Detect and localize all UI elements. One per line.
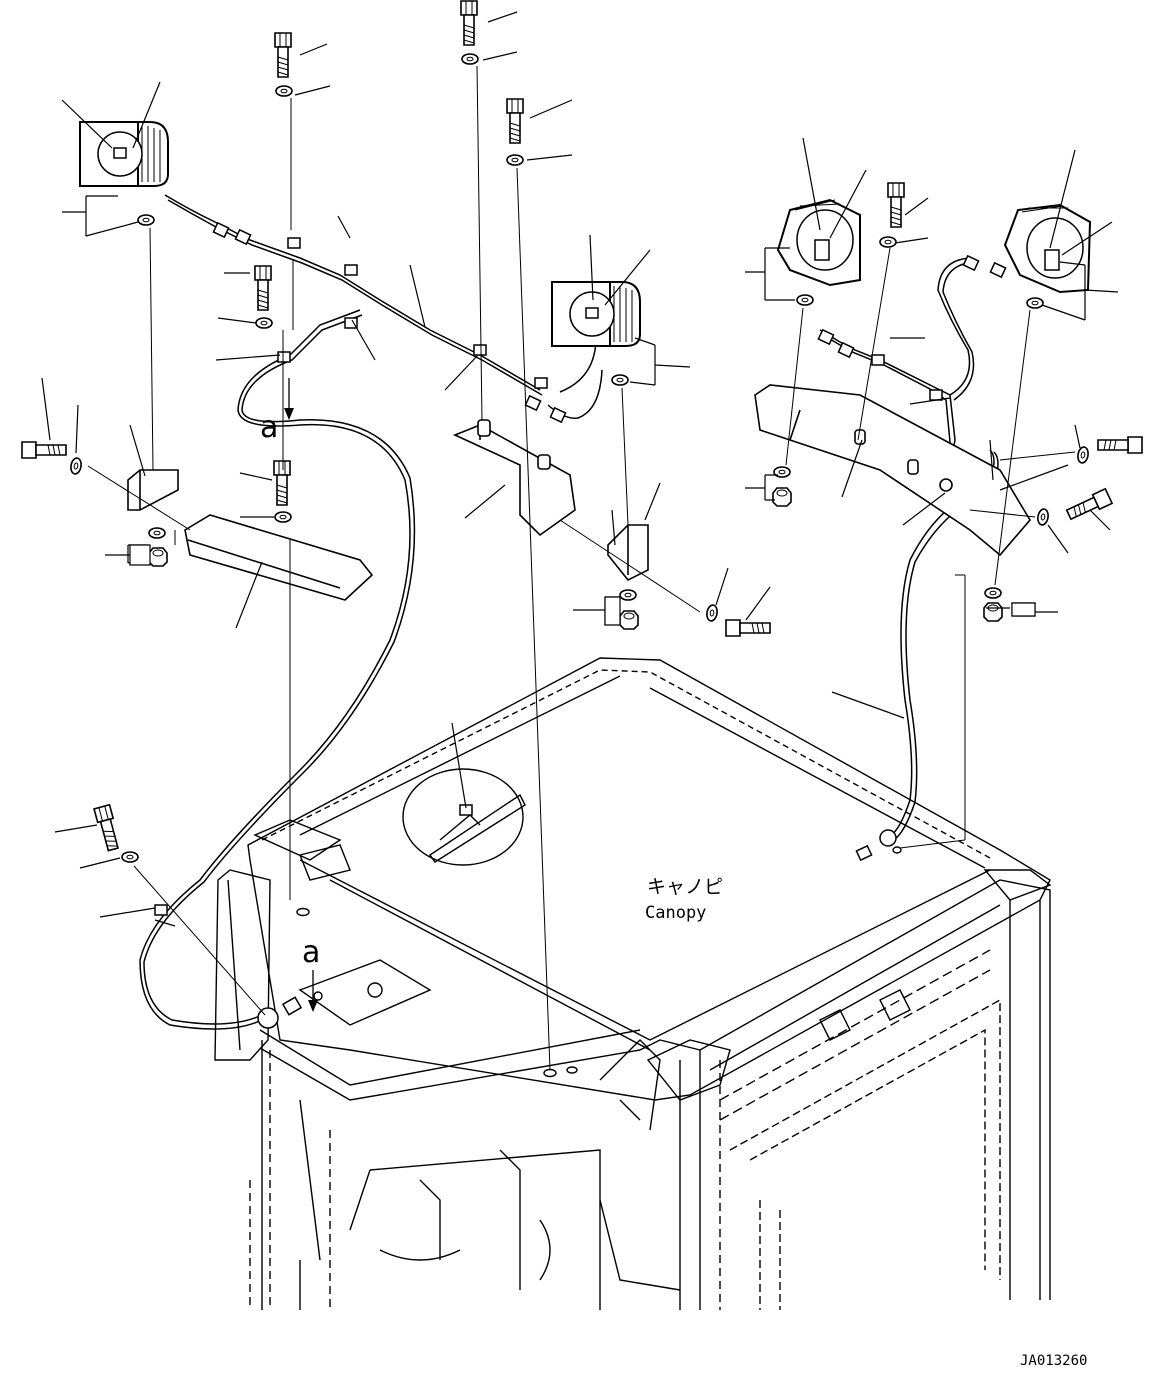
connector-icon xyxy=(837,341,855,359)
brackets xyxy=(127,384,1031,601)
view-marker-label: a xyxy=(302,935,320,970)
work-lamp-icon xyxy=(776,198,861,287)
washer-icon xyxy=(461,53,479,65)
bracket-icon xyxy=(127,469,179,511)
view-marker-label: a xyxy=(260,410,278,445)
bolt-icon xyxy=(273,460,291,506)
bolt-icon xyxy=(460,0,478,46)
leader-lines xyxy=(41,11,1119,927)
clamp-icon xyxy=(344,317,358,329)
connector-icon xyxy=(212,221,230,239)
nut-icon xyxy=(772,487,792,507)
washer-icon xyxy=(148,527,166,539)
connector-icon xyxy=(234,228,252,246)
washer-icon xyxy=(619,589,637,601)
washer-icon xyxy=(1026,297,1044,309)
connector-icon xyxy=(817,328,835,346)
bolt-icon xyxy=(21,441,67,459)
bolt-icon xyxy=(1097,436,1143,454)
bolt-icon xyxy=(93,803,122,853)
bolt-icon xyxy=(254,265,272,311)
washer-icon xyxy=(984,587,1002,599)
bolt-icon xyxy=(725,619,771,637)
canopy-label-en: Canopy xyxy=(645,903,706,923)
bracket-icon xyxy=(754,384,1031,557)
washer-icon xyxy=(68,456,84,476)
clamp-icon xyxy=(344,264,358,276)
bolt-icon xyxy=(506,98,524,144)
work-lamp-icon xyxy=(1003,203,1092,294)
centerlines xyxy=(87,65,1076,1071)
clamp-icon xyxy=(929,389,943,401)
grommet-icon xyxy=(879,829,897,847)
nut-icon xyxy=(983,602,1003,622)
work-lamp-icon xyxy=(551,281,641,347)
bolt-icon xyxy=(887,182,905,228)
connector-icon xyxy=(855,844,873,862)
bolt-icon xyxy=(1064,488,1113,523)
washer-icon xyxy=(121,851,139,863)
washer-icon xyxy=(1035,507,1051,527)
canopy-label-jp: キャノピ xyxy=(647,876,723,898)
washer-icon xyxy=(275,85,293,97)
connector-icon xyxy=(281,996,303,1016)
washer-icon xyxy=(255,317,273,329)
drawing-code: JA013260 xyxy=(1020,1353,1087,1369)
bracket-icon xyxy=(184,514,374,601)
callout-blocks xyxy=(129,544,1036,626)
bolt-icon xyxy=(274,32,292,78)
clamp-icon xyxy=(871,354,885,366)
bolts xyxy=(21,0,1143,853)
washer-icon xyxy=(704,603,720,623)
connectors xyxy=(154,221,1007,1029)
view-marker-top: a xyxy=(260,378,294,445)
washer-icon xyxy=(879,236,897,248)
bracket-icon xyxy=(452,424,576,537)
washer-icon xyxy=(274,511,292,523)
nut-icon xyxy=(148,547,168,567)
nut-icon xyxy=(619,610,639,630)
washer-icon xyxy=(506,154,524,166)
washer-icon xyxy=(796,294,814,306)
connector-icon xyxy=(524,394,542,412)
washer-icon xyxy=(1075,445,1091,465)
clamp-icon xyxy=(473,344,487,356)
connector-icon xyxy=(989,261,1007,279)
clamp-icon xyxy=(154,904,168,916)
canopy-structure xyxy=(214,657,1052,1310)
clamp-icon xyxy=(287,237,301,249)
washer-icon xyxy=(611,374,629,386)
connector-icon xyxy=(549,406,567,424)
view-marker-bottom: a xyxy=(302,935,320,1012)
work-lamp-icon xyxy=(79,121,169,187)
clamp-icon xyxy=(277,351,291,363)
clamp-icon xyxy=(534,377,548,389)
connector-icon xyxy=(962,254,980,272)
washer-icon xyxy=(137,214,155,226)
